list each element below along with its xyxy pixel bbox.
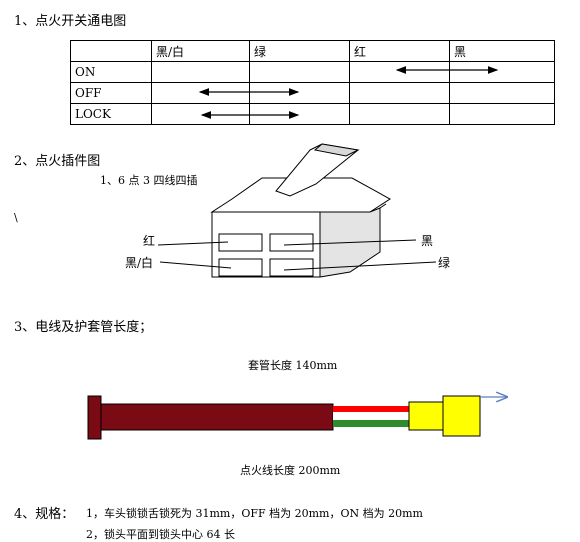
table-row: LOCK [70, 103, 555, 125]
stray-mark: \ [14, 211, 18, 224]
connector-drawing [210, 143, 391, 278]
label-black: 黑 [421, 234, 434, 248]
table-cell [449, 103, 555, 125]
sleeve-tube [100, 403, 334, 431]
sleeve-length-label: 套管长度 140mm [248, 359, 338, 372]
leader-line-black-white [159, 261, 232, 269]
connector-subtitle: 1、6 点 3 四线四插 [100, 174, 198, 187]
section-1-title: 1、点火开关通电图 [14, 14, 127, 29]
leader-line-red [157, 241, 229, 246]
label-black-white: 黑/白 [125, 256, 154, 270]
spec-line-2: 2，锁头平面到锁头中心 64 长 [86, 528, 235, 541]
section-2-title: 2、点火插件图 [14, 154, 101, 169]
leader-line-black [283, 239, 417, 246]
leader-line-green [283, 261, 437, 271]
cavity-top-right [269, 233, 314, 252]
label-red: 红 [143, 234, 156, 248]
end-cap [87, 395, 102, 440]
green-wire [333, 420, 409, 427]
header-cell-black: 黑 [449, 40, 555, 62]
wire-length-label: 点火线长度 200mm [240, 464, 341, 477]
label-green: 绿 [438, 256, 451, 270]
spec-line-1: 1，车头锁锁舌锁死为 31mm，OFF 档为 20mm，ON 档为 20mm [86, 507, 423, 520]
cavity-bottom-left [218, 258, 263, 277]
section-4-title: 4、规格： [14, 507, 75, 522]
cavity-bottom-right [269, 258, 314, 277]
connector-body-large [442, 395, 481, 437]
row-label-lock: LOCK [70, 103, 152, 125]
connector-body-small [408, 401, 444, 431]
wire-assembly-drawing [87, 395, 507, 440]
section-3-title: 3、电线及护套管长度； [14, 320, 153, 335]
red-wire [333, 406, 409, 412]
white-gap [333, 412, 409, 420]
